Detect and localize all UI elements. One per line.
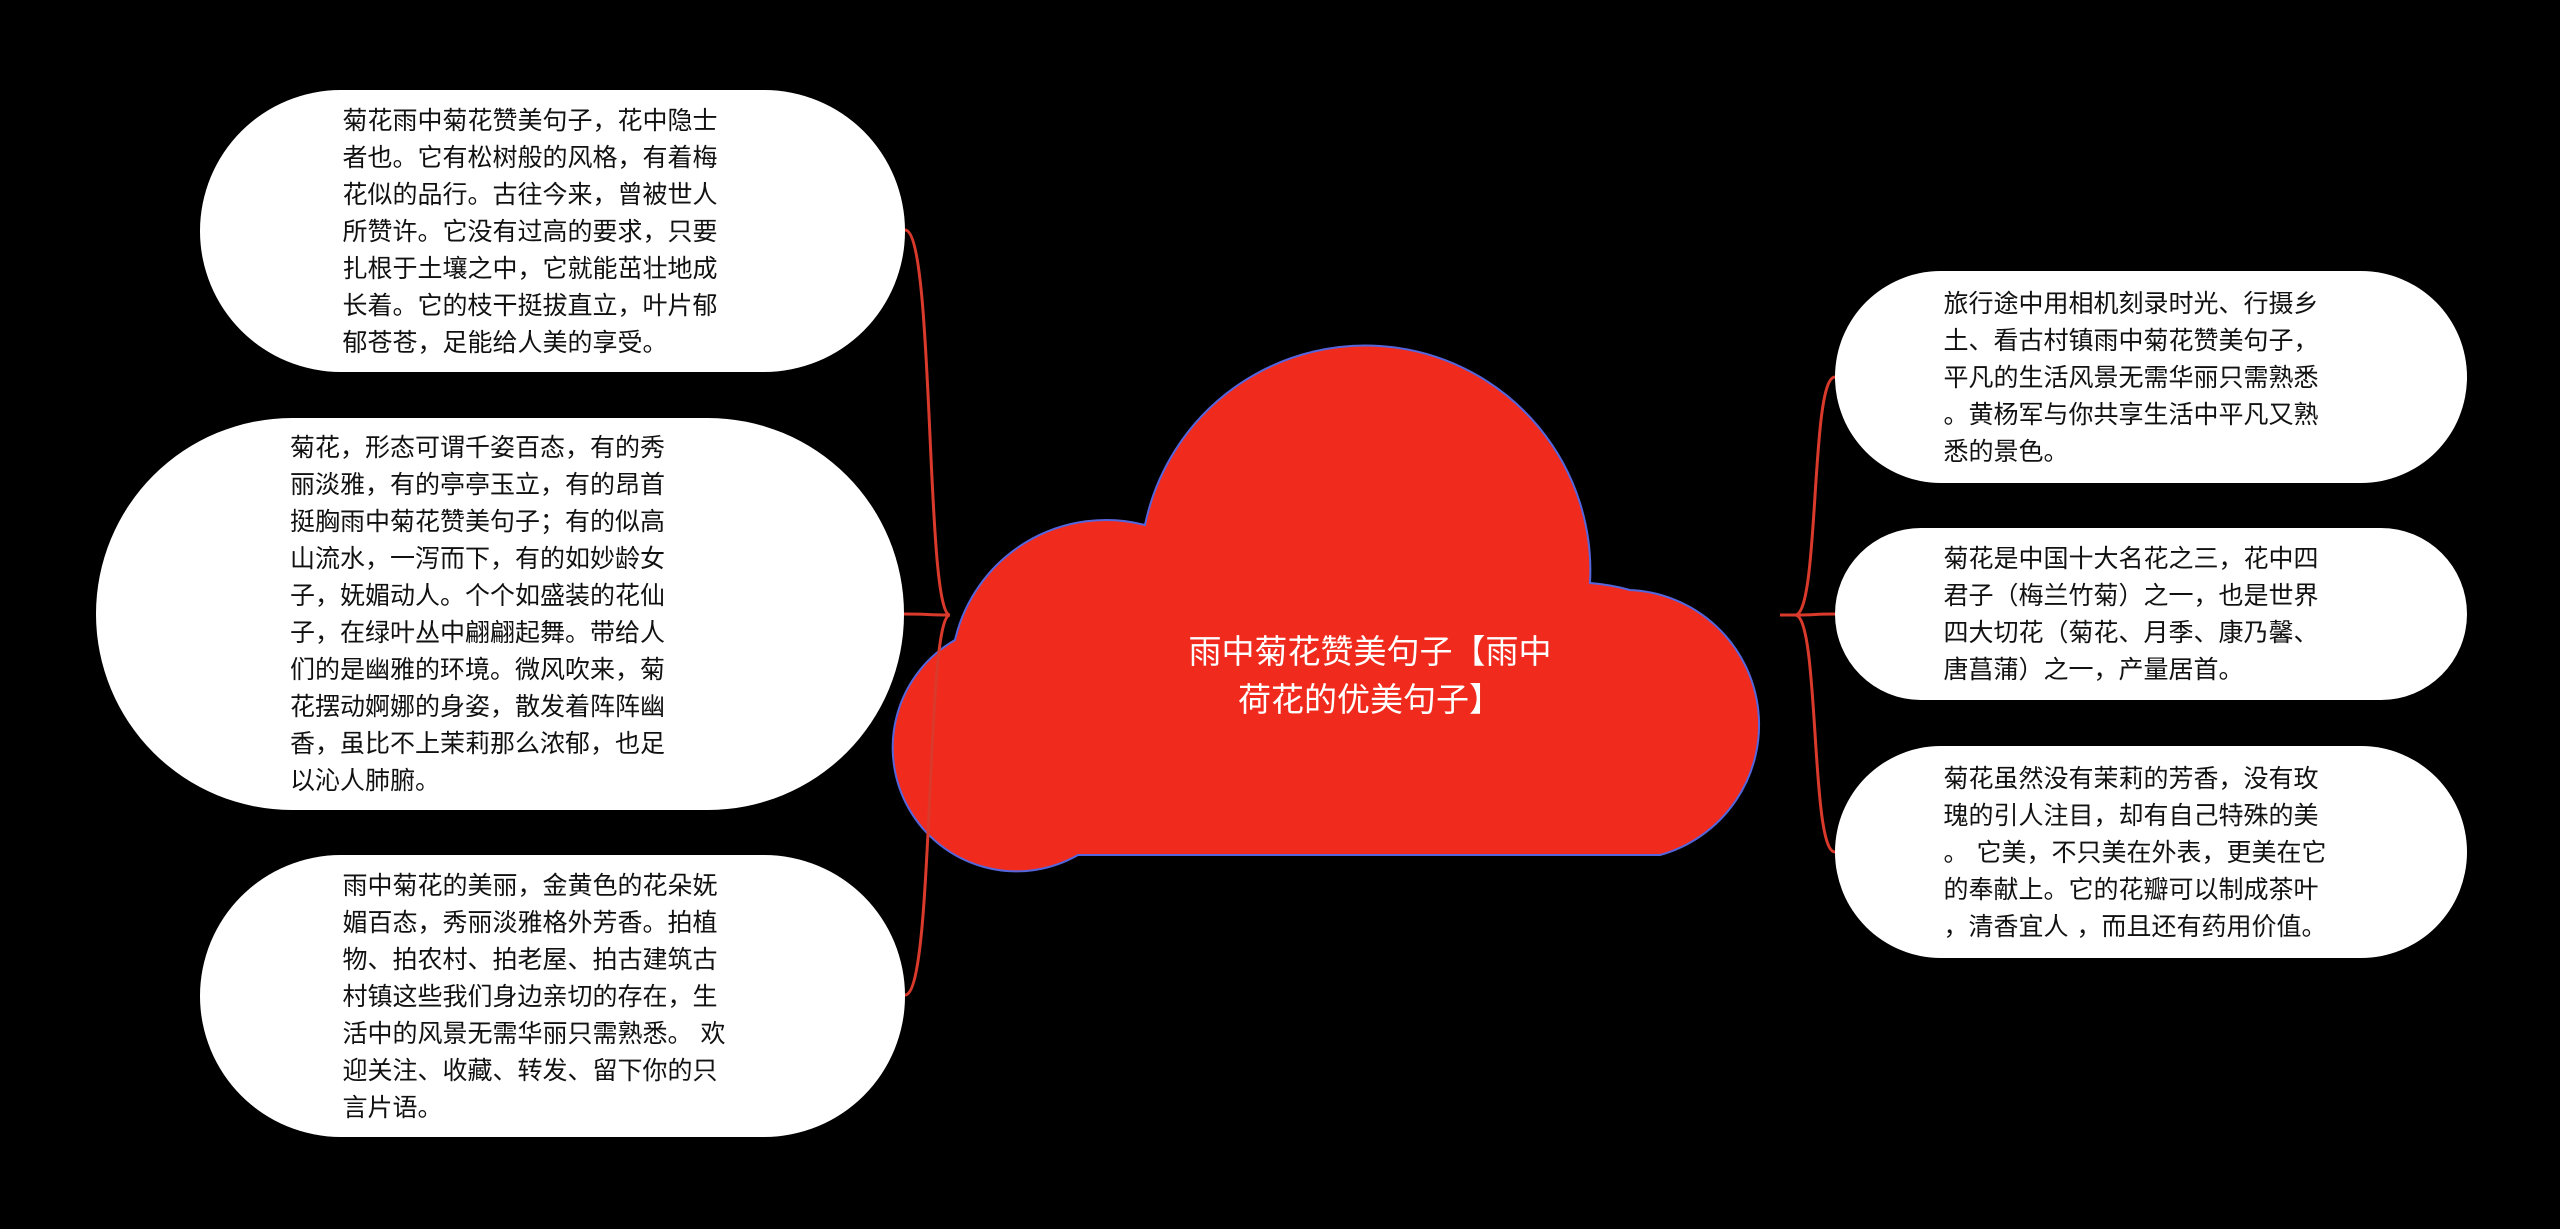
topic-node-right-3[interactable]: 菊花虽然没有茉莉的芳香，没有玫 瑰的引人注目，却有自己特殊的美 。 它美，不只美… bbox=[1835, 746, 2467, 958]
topic-node-right-2[interactable]: 菊花是中国十大名花之三，花中四 君子（梅兰竹菊）之一，也是世界 四大切花（菊花、… bbox=[1835, 528, 2467, 700]
topic-node-right-1[interactable]: 旅行途中用相机刻录时光、行摄乡 土、看古村镇雨中菊花赞美句子， 平凡的生活风景无… bbox=[1835, 271, 2467, 483]
topic-node-text: 雨中菊花的美丽，金黄色的花朵妩 媚百态，秀丽淡雅格外芳香。拍植 物、拍农村、拍老… bbox=[342, 870, 726, 1122]
connector-right-1 bbox=[1794, 375, 1836, 617]
topic-node-text: 旅行途中用相机刻录时光、行摄乡 土、看古村镇雨中菊花赞美句子， 平凡的生活风景无… bbox=[1943, 288, 2319, 466]
topic-node-left-3[interactable]: 雨中菊花的美丽，金黄色的花朵妩 媚百态，秀丽淡雅格外芳香。拍植 物、拍农村、拍老… bbox=[200, 855, 905, 1137]
connector-left-3 bbox=[904, 613, 951, 997]
topic-node-text: 菊花虽然没有茉莉的芳香，没有玫 瑰的引人注目，却有自己特殊的美 。 它美，不只美… bbox=[1943, 763, 2327, 941]
connector-right-2 bbox=[1794, 612, 1836, 617]
connector-left-2 bbox=[903, 612, 951, 617]
center-topic-title[interactable]: 雨中菊花赞美句子【雨中 荷花的优美句子】 bbox=[1188, 632, 1552, 719]
topic-node-text: 菊花，形态可谓千姿百态，有的秀 丽淡雅，有的亭亭玉立，有的昂首 挺胸雨中菊花赞美… bbox=[290, 433, 666, 795]
topic-node-text: 菊花雨中菊花赞美句子，花中隐士 者也。它有松树般的风格，有着梅 花似的品行。古往… bbox=[342, 105, 718, 357]
connector-right-3 bbox=[1794, 613, 1836, 854]
topic-node-text: 菊花是中国十大名花之三，花中四 君子（梅兰竹菊）之一，也是世界 四大切花（菊花、… bbox=[1943, 544, 2319, 684]
center-cloud-shape bbox=[891, 344, 1761, 873]
topic-node-left-2[interactable]: 菊花，形态可谓千姿百态，有的秀 丽淡雅，有的亭亭玉立，有的昂首 挺胸雨中菊花赞美… bbox=[96, 418, 904, 810]
topic-node-left-1[interactable]: 菊花雨中菊花赞美句子，花中隐士 者也。它有松树般的风格，有着梅 花似的品行。古往… bbox=[200, 90, 905, 372]
connector-left-1 bbox=[904, 228, 952, 617]
